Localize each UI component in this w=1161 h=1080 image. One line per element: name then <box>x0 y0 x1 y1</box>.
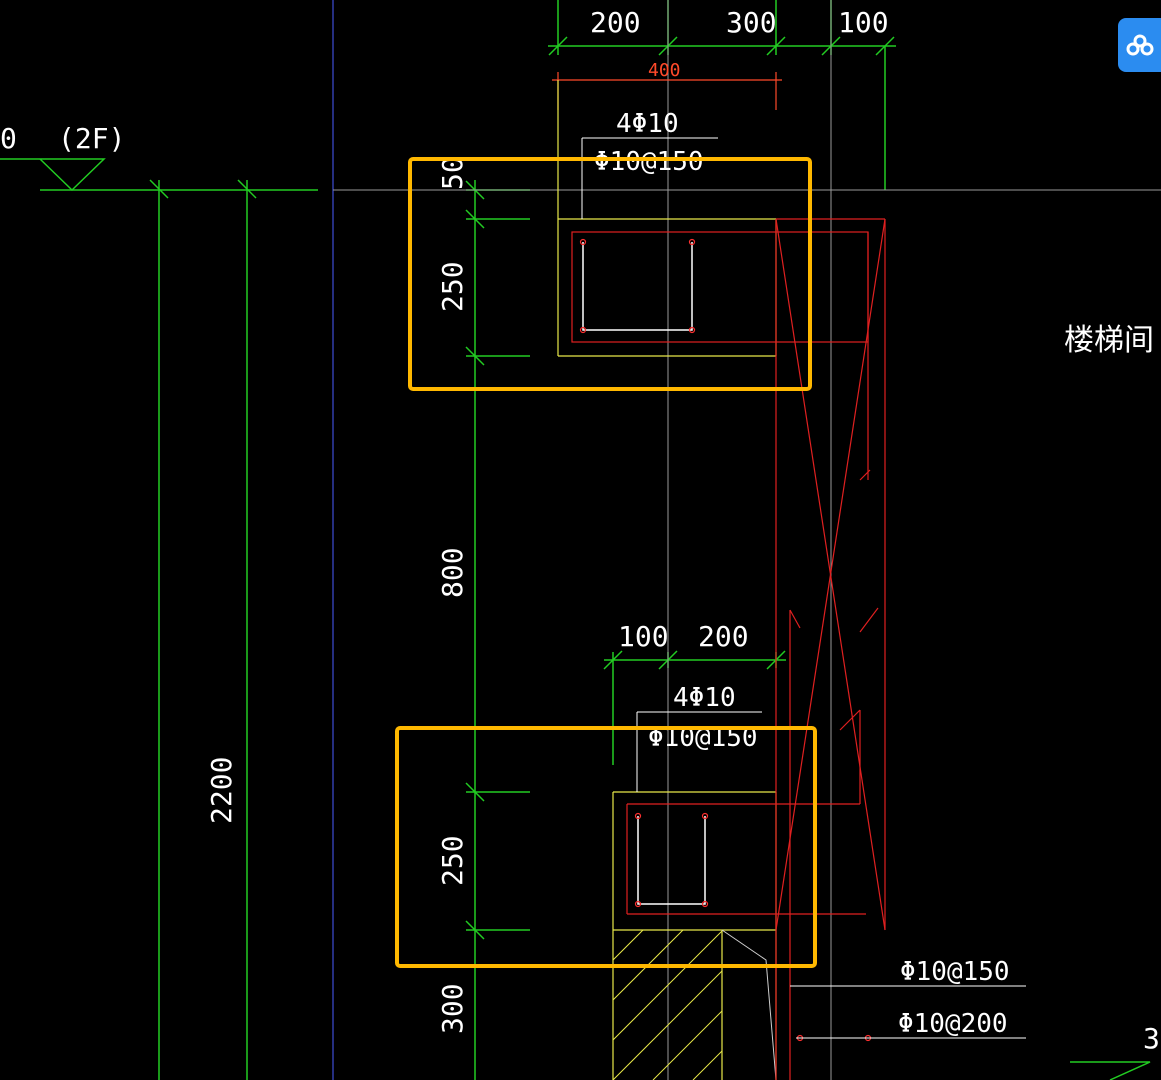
stirrups <box>582 242 706 905</box>
room-label-stairwell: 楼梯间 <box>1064 323 1154 358</box>
cloud-share-button[interactable] <box>1118 18 1161 72</box>
level-floor-label: (2F) <box>58 122 125 155</box>
note-upper-stirrup: Φ10@150 <box>594 147 704 177</box>
stair-slab-lines <box>571 218 886 1080</box>
dim-red-400: 400 <box>648 60 681 81</box>
axis-lines <box>332 0 1161 1080</box>
dim-left-250-b: 250 <box>436 835 469 886</box>
highlight-box-lower <box>395 726 817 968</box>
dim-top-300: 300 <box>726 6 777 39</box>
dim-mid-100: 100 <box>618 620 669 653</box>
note-wall-bar-2: Φ10@200 <box>898 1009 1008 1039</box>
note-wall-bar-1: Φ10@150 <box>900 957 1010 987</box>
wall-edge <box>721 929 777 1080</box>
highlight-boxes <box>395 157 817 968</box>
edge-text: 3 <box>1143 1022 1160 1055</box>
dim-top-200: 200 <box>590 6 641 39</box>
dim-far-left-2200: 2200 <box>205 757 238 824</box>
dim-left-250-a: 250 <box>436 261 469 312</box>
dim-left-300: 300 <box>436 983 469 1034</box>
wall-hatch <box>612 929 723 1080</box>
leader-lines <box>581 137 1026 1039</box>
dim-top-100: 100 <box>838 6 889 39</box>
note-upper-main-bar: 4Φ10 <box>616 109 679 139</box>
dim-mid-200: 200 <box>698 620 749 653</box>
dim-left-800: 800 <box>436 547 469 598</box>
level-partial-value: 0 <box>0 122 17 155</box>
beam-outlines <box>557 80 777 1080</box>
note-lower-main-bar: 4Φ10 <box>673 683 736 713</box>
dim-left-50: 50 <box>436 156 469 190</box>
highlight-box-upper <box>408 157 812 391</box>
cloud-share-icon <box>1126 34 1154 56</box>
